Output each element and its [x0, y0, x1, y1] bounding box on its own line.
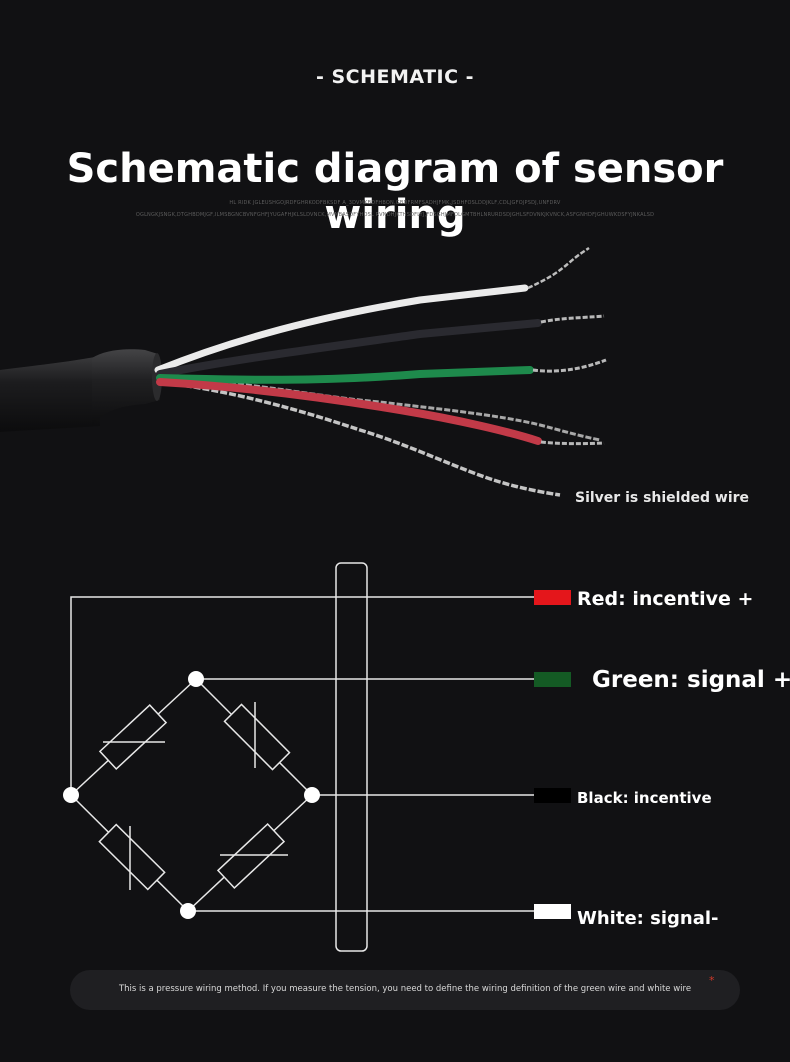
footer-star-icon: * — [709, 974, 715, 987]
red-label: Red: incentive + — [577, 588, 754, 610]
connector-block — [335, 562, 368, 952]
black-label: Black: incentive — [577, 789, 712, 807]
fine-print-line-2: OGLNGKJSNGK,DTGHBDMJGF,ILMSBGNCBVNFGHFJY… — [135, 212, 655, 218]
white-wire — [154, 284, 529, 374]
resistor-top-right — [223, 703, 291, 771]
node-top — [188, 671, 204, 687]
green-swatch — [534, 672, 571, 687]
green-label: Green: signal + — [592, 667, 790, 693]
footer-note-text: This is a pressure wiring method. If you… — [118, 984, 692, 994]
shield-note: Silver is shielded wire — [575, 490, 750, 506]
heat-shrink-sleeve — [92, 349, 160, 426]
bridge-schematic — [63, 562, 571, 952]
red-lead-wire — [70, 596, 534, 795]
green-wire — [156, 366, 534, 384]
black-label-text: Black: incentive — [577, 789, 712, 807]
white-wire-strands — [527, 246, 590, 290]
red-wire-strands — [540, 440, 605, 446]
black-wire-strands — [540, 314, 605, 324]
page-title: Schematic diagram of sensor wiring — [66, 146, 724, 238]
node-right — [304, 787, 320, 803]
resistor-bottom-right — [216, 822, 286, 890]
black-swatch — [534, 788, 571, 803]
green-wire-strands — [532, 358, 607, 373]
white-swatch — [534, 904, 571, 919]
black-wire — [156, 319, 542, 378]
shield-wire-lower — [157, 380, 561, 497]
red-wire — [156, 378, 542, 445]
node-left — [63, 787, 79, 803]
node-bottom — [180, 903, 196, 919]
cable-illustration — [0, 246, 607, 497]
resistor-top-left — [98, 704, 168, 770]
resistor-bottom-left — [98, 823, 166, 891]
fine-print-line-1: HL RIDK JGLEUSHGOJRDFGHRKODFBKSDF A_3DVM… — [229, 200, 561, 206]
white-label: White: signal- — [577, 908, 719, 929]
eyebrow-heading: - SCHEMATIC - — [315, 66, 475, 88]
red-swatch — [534, 590, 571, 605]
shield-wire-upper — [157, 378, 601, 442]
cable-jacket — [0, 356, 100, 432]
footer-note-pill: This is a pressure wiring method. If you… — [70, 970, 740, 1010]
